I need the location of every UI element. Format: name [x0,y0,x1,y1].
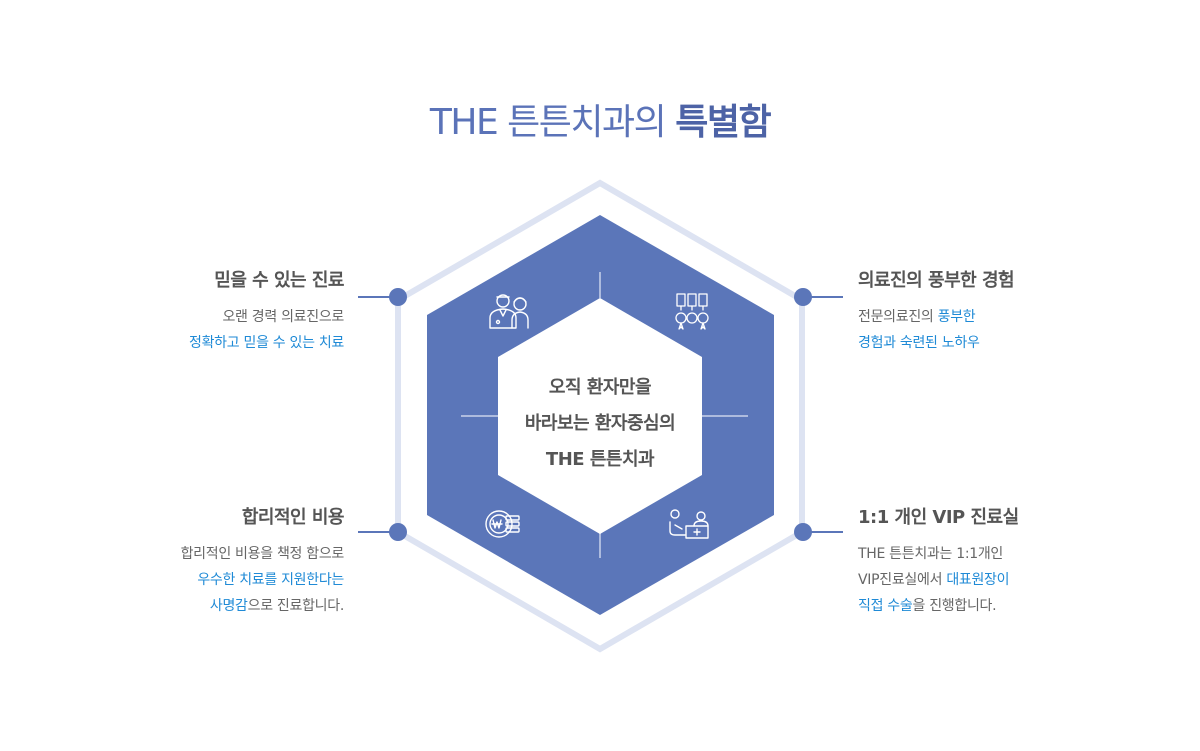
feature-desc: THE 튼튼치과는 1:1개인 VIP진료실에서 대표원장이 직접 수술을 진행… [858,541,1158,619]
desc-highlight: 풍부한 [937,309,976,325]
won-coin-icon [485,510,520,538]
page-title: THE 튼튼치과의 특별함 [0,93,1200,145]
feature-title: 합리적인 비용 [241,507,345,528]
title-bold: 특별함 [675,102,771,143]
feature-vip-room: 1:1 개인 VIP 진료실 THE 튼튼치과는 1:1개인 VIP진료실에서 … [858,503,1158,619]
dot-top-left [389,288,407,306]
dot-bottom-right [794,523,812,541]
feature-experience: 의료진의 풍부한 경험 전문의료진의 풍부한 경험과 숙련된 노하우 [858,266,1158,356]
feature-title: 믿을 수 있는 진료 [214,270,344,291]
desc-line-1: 오랜 경력 의료진으로 [222,309,344,325]
dot-top-right [794,288,812,306]
desc-line-2: VIP진료실에서 [858,572,947,588]
desc-line-1: THE 튼튼치과는 1:1개인 [858,546,1004,562]
desc-line-3: 으로 진료합니다. [247,598,345,614]
desc-highlight: 정확하고 믿을 수 있는 치료 [189,335,344,351]
desc-highlight-2: 경험과 숙련된 노하우 [858,335,980,351]
feature-title: 1:1 개인 VIP 진료실 [858,507,1019,528]
feature-trusted-care: 믿을 수 있는 진료 오랜 경력 의료진으로 정확하고 믿을 수 있는 치료 [44,266,344,356]
center-line-2: 바라보는 환자중심의 [524,413,676,434]
feature-reasonable-cost: 합리적인 비용 합리적인 비용을 책정 함으로 우수한 치료를 지원한다는 사명… [44,503,345,619]
center-message: 오직 환자만을 바라보는 환자중심의 THE 튼튼치과 [500,370,700,478]
doctors-icon [489,294,529,329]
feature-desc: 합리적인 비용을 책정 함으로 우수한 치료를 지원한다는 사명감으로 진료합니… [44,541,345,619]
dot-bottom-left [389,523,407,541]
desc-highlight-2: 직접 수술 [858,598,913,614]
center-line-1: 오직 환자만을 [548,377,652,398]
desc-highlight-2: 사명감 [209,598,248,614]
desc-line-3: 을 진행합니다. [912,598,997,614]
vip-patient-icon [669,509,709,539]
center-line-3: THE 튼튼치과 [545,449,655,470]
title-normal: THE 튼튼치과의 [429,102,667,143]
desc-line-1: 전문의료진의 [858,309,938,325]
medals-icon [675,293,709,330]
center-hexagon [498,298,702,534]
feature-title: 의료진의 풍부한 경험 [858,270,1015,291]
feature-desc: 오랜 경력 의료진으로 정확하고 믿을 수 있는 치료 [44,304,344,356]
desc-line-1: 합리적인 비용을 책정 함으로 [180,546,345,562]
desc-highlight: 우수한 치료를 지원한다는 [197,572,344,588]
desc-highlight: 대표원장이 [946,572,1010,588]
feature-desc: 전문의료진의 풍부한 경험과 숙련된 노하우 [858,304,1158,356]
